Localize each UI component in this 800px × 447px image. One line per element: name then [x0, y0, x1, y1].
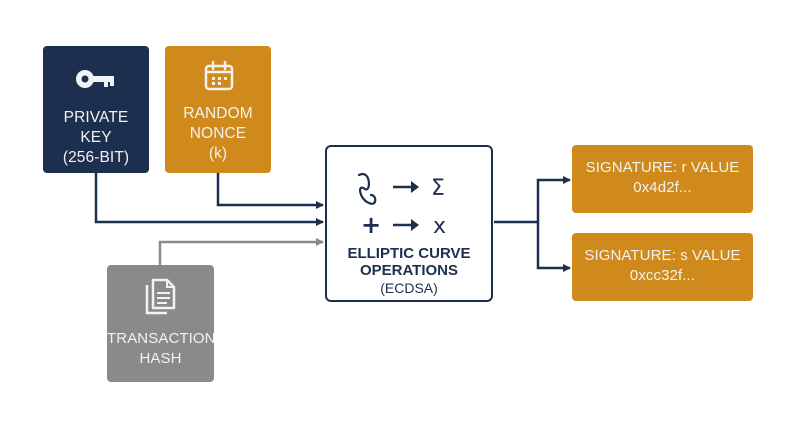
signature-s-label: SIGNATURE: s VALUE 0xcc32f...: [572, 246, 753, 286]
center-title-line-1: ELLIPTIC CURVE: [347, 245, 471, 262]
random-nonce-label: RANDOM NONCE (k): [165, 104, 271, 164]
nonce-connector: [216, 172, 324, 209]
private-key-connector: [94, 172, 324, 226]
operation-symbols: Σ + x: [357, 172, 446, 239]
private-key-line-2: KEY: [80, 129, 112, 146]
signature-r-box: SIGNATURE: r VALUE 0x4d2f...: [572, 145, 753, 213]
calendar-icon: [204, 60, 234, 91]
center-title-line-2: OPERATIONS: [359, 262, 459, 279]
random-nonce-line-3: (k): [208, 145, 228, 162]
plus-icon: +: [361, 211, 381, 239]
private-key-label: PRIVATE KEY (256-BIT): [43, 108, 149, 168]
multiply-icon: x: [433, 214, 446, 239]
center-subtitle: (ECDSA): [380, 280, 438, 296]
random-nonce-line-1: RANDOM: [183, 105, 253, 122]
curve-icon: [357, 172, 377, 205]
signature-s-box: SIGNATURE: s VALUE 0xcc32f...: [572, 233, 753, 301]
signature-s-line-2: 0xcc32f...: [629, 267, 696, 284]
private-key-line-3: (256-BIT): [62, 149, 130, 166]
signature-r-label: SIGNATURE: r VALUE 0x4d2f...: [572, 158, 753, 198]
documents-icon: [145, 278, 176, 315]
transaction-hash-box: TRANSACTION HASH: [107, 265, 216, 382]
output-r-connector: [536, 176, 571, 222]
key-icon: [76, 70, 114, 88]
transaction-hash-label: TRANSACTION HASH: [107, 329, 216, 369]
hash-connector: [158, 238, 324, 265]
signature-r-line-1: SIGNATURE: r VALUE: [585, 159, 740, 176]
random-nonce-line-2: NONCE: [189, 125, 247, 142]
signature-r-line-2: 0x4d2f...: [633, 179, 692, 196]
private-key-line-1: PRIVATE: [63, 109, 129, 126]
signature-s-line-1: SIGNATURE: s VALUE: [584, 247, 741, 264]
transaction-hash-line-1: TRANSACTION: [107, 330, 216, 347]
private-key-box: PRIVATE KEY (256-BIT): [43, 46, 149, 173]
sigma-icon: Σ: [431, 176, 445, 201]
elliptic-curve-operations-box: Σ + x ELLIPTIC CURVE OPERATIONS (ECDSA): [325, 145, 493, 302]
transaction-hash-line-2: HASH: [139, 350, 182, 367]
output-s-connector: [536, 222, 571, 272]
random-nonce-box: RANDOM NONCE (k): [165, 46, 271, 173]
